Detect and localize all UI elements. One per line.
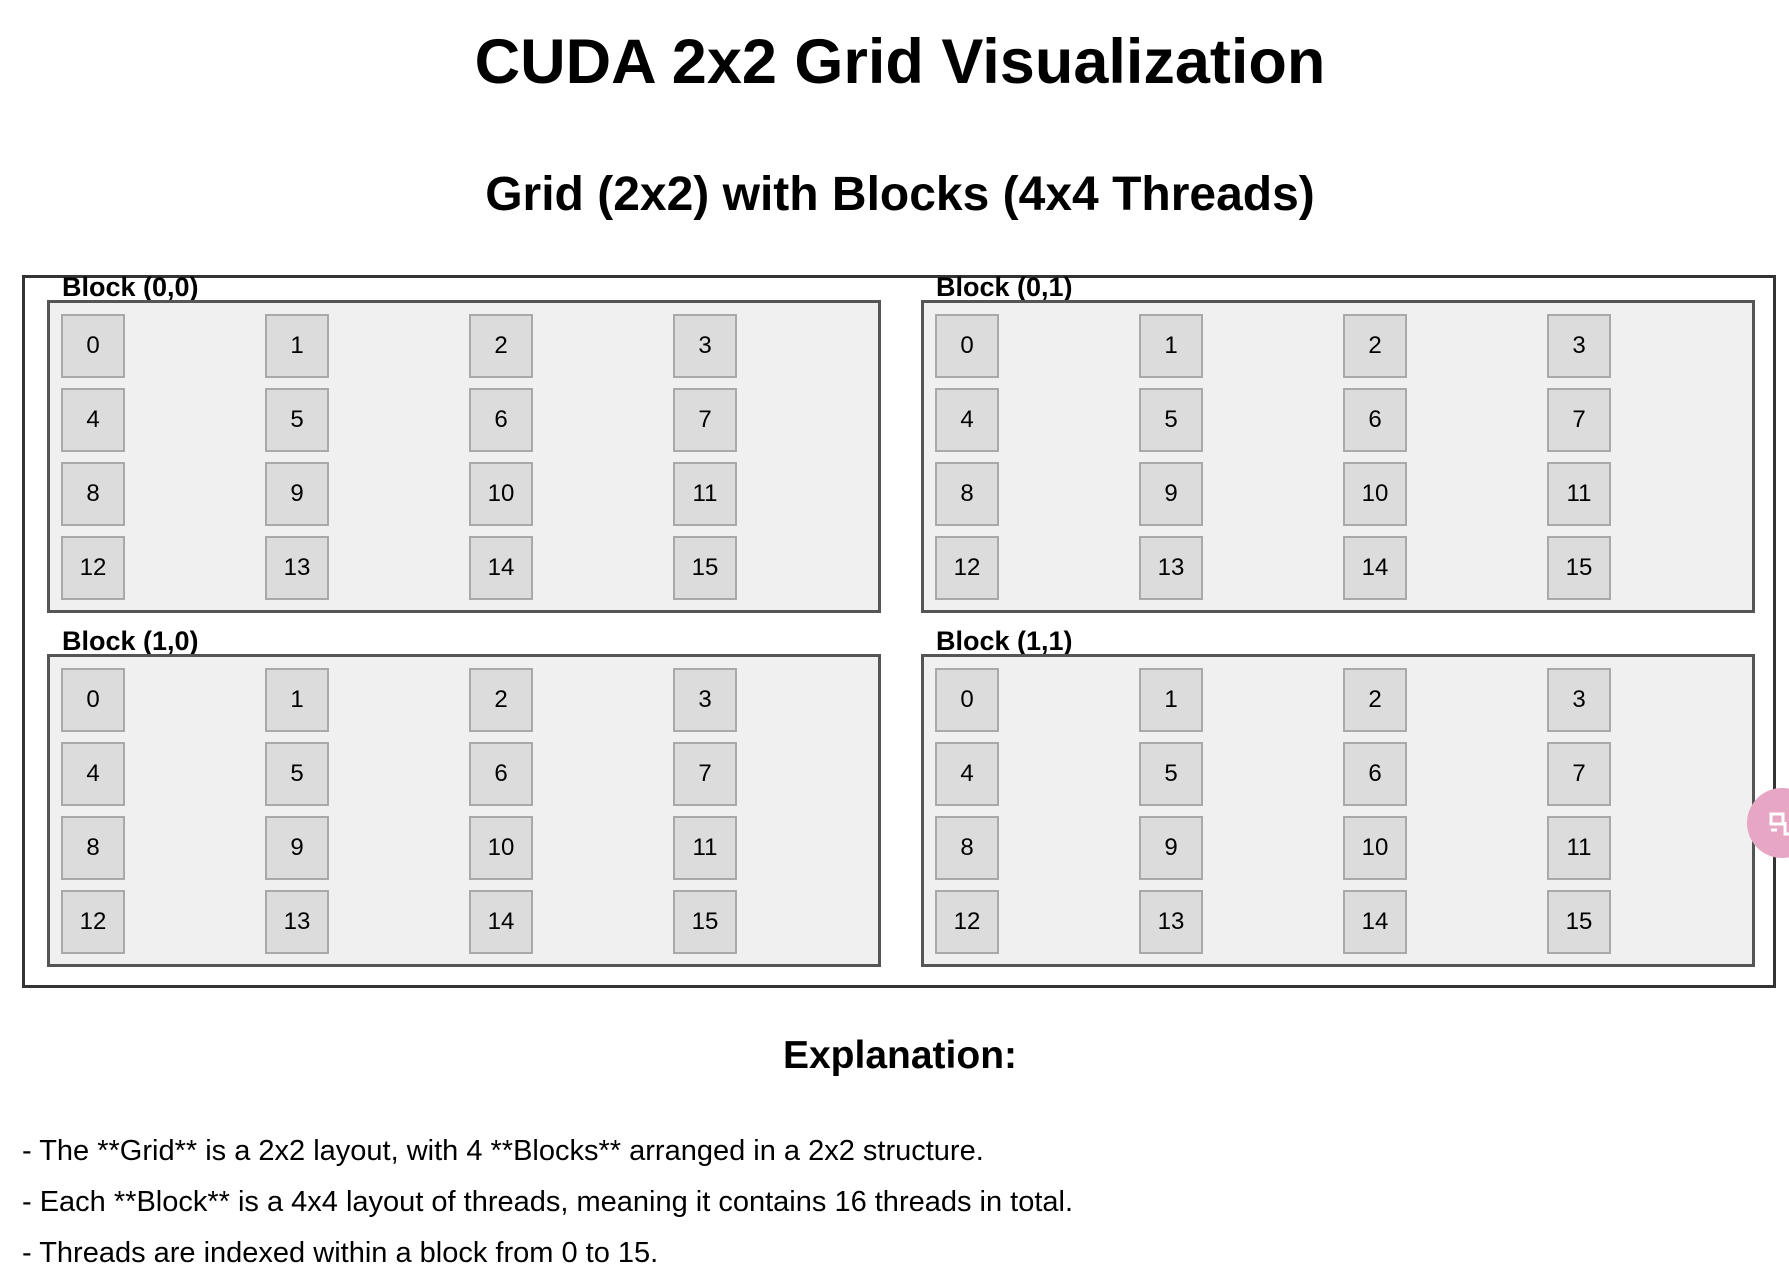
- thread-cell: 0: [61, 668, 125, 732]
- thread-cell: 11: [673, 462, 737, 526]
- thread-cell: 11: [1547, 462, 1611, 526]
- thread-cell: 6: [469, 742, 533, 806]
- explanation-line: - Threads are indexed within a block fro…: [22, 1237, 659, 1269]
- thread-cell: 12: [61, 536, 125, 600]
- thread-cell: 14: [1343, 890, 1407, 954]
- thread-cell: 5: [1139, 742, 1203, 806]
- thread-cell: 15: [1547, 536, 1611, 600]
- thread-cell: 2: [1343, 314, 1407, 378]
- thread-cell: 15: [673, 890, 737, 954]
- thread-cell: 5: [1139, 388, 1203, 452]
- block-label: Block (0,1): [936, 272, 1073, 302]
- thread-cell: 15: [1547, 890, 1611, 954]
- thread-cell: 5: [265, 388, 329, 452]
- thread-cell: 8: [61, 816, 125, 880]
- thread-cell: 8: [61, 462, 125, 526]
- thread-cell: 13: [265, 536, 329, 600]
- grid-subtitle: Grid (2x2) with Blocks (4x4 Threads): [485, 168, 1315, 221]
- thread-cell: 2: [469, 314, 533, 378]
- thread-cell: 7: [673, 388, 737, 452]
- thread-cell: 11: [673, 816, 737, 880]
- block-label: Block (1,1): [936, 626, 1073, 656]
- explanation-title: Explanation:: [782, 1034, 1018, 1077]
- thread-cell: 10: [1343, 816, 1407, 880]
- thread-cell: 13: [265, 890, 329, 954]
- thread-cell: 4: [935, 742, 999, 806]
- thread-cell: 0: [61, 314, 125, 378]
- thread-cell: 10: [469, 816, 533, 880]
- thread-cell: 12: [935, 890, 999, 954]
- thread-cell: 2: [469, 668, 533, 732]
- block-label: Block (1,0): [62, 626, 199, 656]
- thread-cell: 6: [1343, 388, 1407, 452]
- thread-cell: 0: [935, 314, 999, 378]
- thread-cell: 1: [265, 668, 329, 732]
- thread-cell: 7: [1547, 388, 1611, 452]
- page-title: CUDA 2x2 Grid Visualization: [474, 27, 1326, 97]
- thread-cell: 3: [1547, 314, 1611, 378]
- thread-cell: 9: [265, 462, 329, 526]
- thread-cell: 10: [1343, 462, 1407, 526]
- thread-cell: 6: [1343, 742, 1407, 806]
- thread-cell: 14: [1343, 536, 1407, 600]
- explanation-line: - Each **Block** is a 4x4 layout of thre…: [22, 1186, 1074, 1218]
- thread-cell: 9: [265, 816, 329, 880]
- screen-capture-icon: [1769, 812, 1789, 836]
- thread-cell: 5: [265, 742, 329, 806]
- thread-cell: 3: [673, 668, 737, 732]
- thread-cell: 9: [1139, 816, 1203, 880]
- explanation-line: - The **Grid** is a 2x2 layout, with 4 *…: [22, 1135, 984, 1167]
- thread-cell: 11: [1547, 816, 1611, 880]
- thread-cell: 12: [61, 890, 125, 954]
- thread-cell: 13: [1139, 890, 1203, 954]
- thread-cell: 3: [673, 314, 737, 378]
- thread-cell: 2: [1343, 668, 1407, 732]
- thread-cell: 7: [1547, 742, 1611, 806]
- thread-cell: 14: [469, 890, 533, 954]
- block-label: Block (0,0): [62, 272, 199, 302]
- thread-cell: 9: [1139, 462, 1203, 526]
- thread-cell: 15: [673, 536, 737, 600]
- thread-cell: 10: [469, 462, 533, 526]
- thread-cell: 14: [469, 536, 533, 600]
- thread-cell: 6: [469, 388, 533, 452]
- thread-cell: 0: [935, 668, 999, 732]
- thread-cell: 12: [935, 536, 999, 600]
- thread-cell: 1: [1139, 314, 1203, 378]
- thread-cell: 7: [673, 742, 737, 806]
- thread-cell: 1: [1139, 668, 1203, 732]
- thread-cell: 4: [61, 742, 125, 806]
- thread-cell: 8: [935, 462, 999, 526]
- thread-cell: 3: [1547, 668, 1611, 732]
- thread-cell: 8: [935, 816, 999, 880]
- thread-cell: 4: [61, 388, 125, 452]
- thread-cell: 4: [935, 388, 999, 452]
- thread-cell: 13: [1139, 536, 1203, 600]
- thread-cell: 1: [265, 314, 329, 378]
